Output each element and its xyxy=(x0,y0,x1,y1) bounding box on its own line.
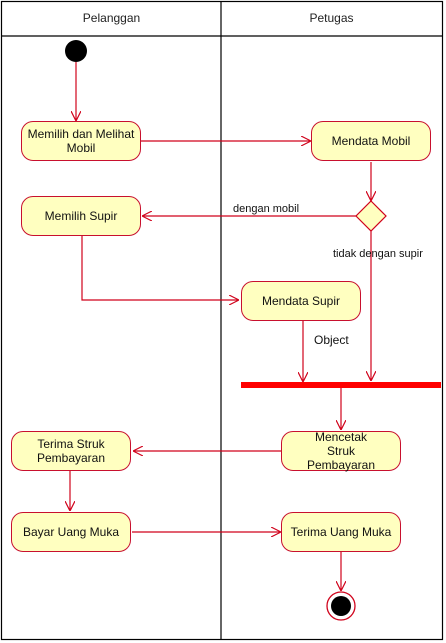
final-node-core xyxy=(331,596,351,616)
action-mendata-mobil[interactable]: Mendata Mobil xyxy=(311,121,431,161)
action-terima-uang-muka[interactable]: Terima Uang Muka xyxy=(281,512,401,552)
lane-petugas-title: Petugas xyxy=(309,11,354,25)
object-label: Object xyxy=(314,333,349,347)
guard-dengan-mobil: dengan mobil xyxy=(233,203,300,215)
initial-node xyxy=(65,40,87,62)
action-bayar-uang-muka[interactable]: Bayar Uang Muka xyxy=(11,512,131,552)
decision-node xyxy=(355,200,387,232)
action-mendata-supir[interactable]: Mendata Supir xyxy=(241,281,361,321)
action-mencetak-struk-pembayaran[interactable]: Mencetak Struk Pembayaran xyxy=(281,430,401,472)
action-memilih-dan-melihat-mobil[interactable]: Memilih dan Melihat Mobil xyxy=(21,121,141,161)
guard-tidak-dengan-supir: tidak dengan supir xyxy=(333,248,423,260)
action-memilih-supir[interactable]: Memilih Supir xyxy=(21,196,141,236)
lane-pelanggan-title: Pelanggan xyxy=(82,11,141,25)
action-terima-struk-pembayaran[interactable]: Terima Struk Pembayaran xyxy=(11,431,131,471)
fork-bar xyxy=(241,382,441,388)
flow-memilih-supir-to-mendata-supir xyxy=(81,236,238,300)
